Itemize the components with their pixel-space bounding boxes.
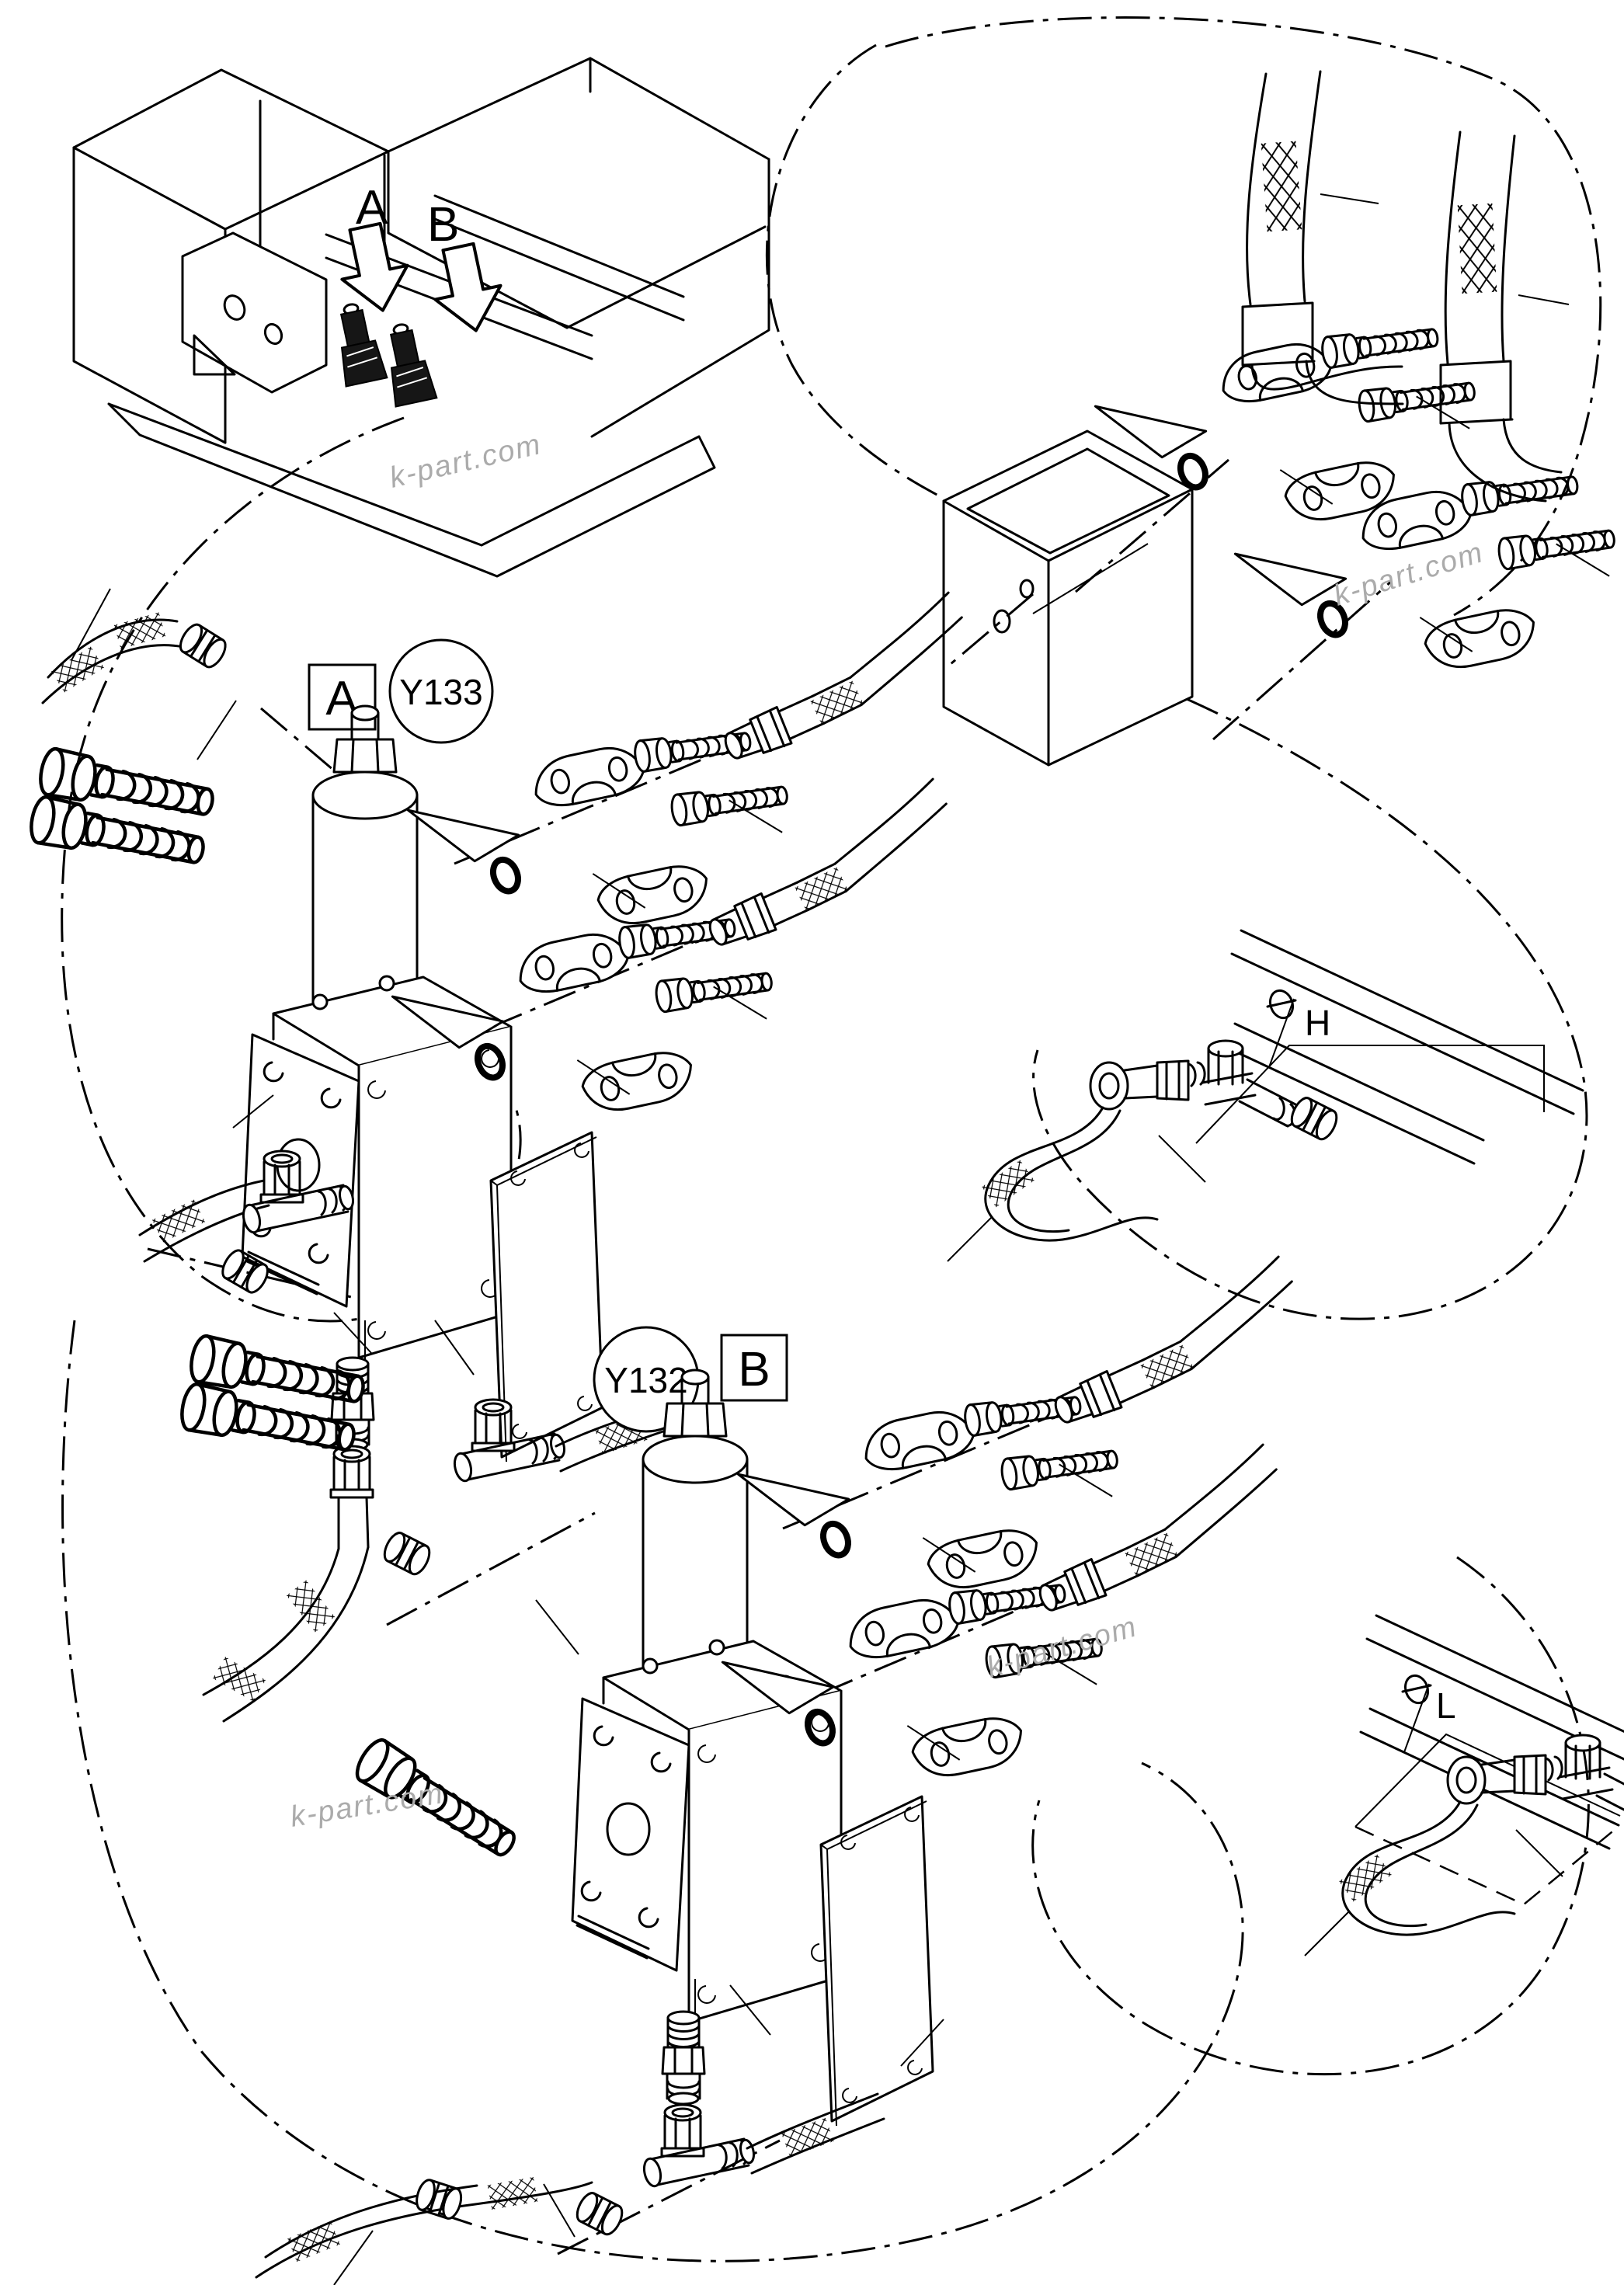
solenoid-b-id: Y132 bbox=[604, 1360, 687, 1400]
valve-a-bolt-2 bbox=[28, 795, 207, 875]
port-h-callout: H bbox=[948, 929, 1584, 1261]
port-l-callout: L bbox=[1305, 1614, 1624, 1956]
tank-hose-1 bbox=[1241, 70, 1404, 405]
valve-b-drain-stack bbox=[572, 1979, 944, 2239]
tank-hose-2 bbox=[1439, 130, 1563, 503]
watermark-3: k-part.com bbox=[983, 1610, 1141, 1684]
detail-b-box bbox=[720, 1334, 788, 1402]
watermark-2: k-part.com bbox=[1330, 536, 1487, 612]
valve-a-assembly: A Y133 bbox=[0, 588, 982, 1723]
install-arrow-b: B bbox=[423, 198, 510, 339]
solenoid-a-id-circle bbox=[388, 638, 494, 744]
solenoid-valve-a-installed bbox=[328, 299, 388, 388]
bottom-return-hose bbox=[255, 2176, 593, 2285]
valve-b-bolt-2 bbox=[179, 1382, 358, 1462]
port-h-label: H bbox=[1305, 1003, 1330, 1043]
install-arrow-b-label: B bbox=[427, 198, 459, 252]
watermark-1: k-part.com bbox=[387, 428, 545, 495]
port-l-label: L bbox=[1436, 1685, 1456, 1726]
install-arrow-a-label: A bbox=[356, 181, 388, 235]
machine-frame-view: A B bbox=[72, 57, 770, 578]
detail-a-label: A Y133 bbox=[308, 638, 494, 744]
valve-a-drain-stack bbox=[202, 1320, 375, 1723]
install-arrow-a: A bbox=[330, 181, 417, 319]
tank-bracket-assembly bbox=[942, 70, 1624, 767]
solenoid-a-id: Y133 bbox=[399, 672, 482, 712]
valve-a-inlet-hose bbox=[41, 588, 237, 760]
port-l-hose-assembly bbox=[1305, 1735, 1624, 1956]
detail-b-letter: B bbox=[738, 1343, 770, 1396]
valve-b-inlet-tee bbox=[138, 1094, 372, 1354]
valve-b-assembly: Y132 B bbox=[138, 1094, 1312, 2285]
solenoid-valve-b-installed bbox=[377, 319, 438, 409]
valve-a-bolt-1 bbox=[37, 747, 217, 826]
